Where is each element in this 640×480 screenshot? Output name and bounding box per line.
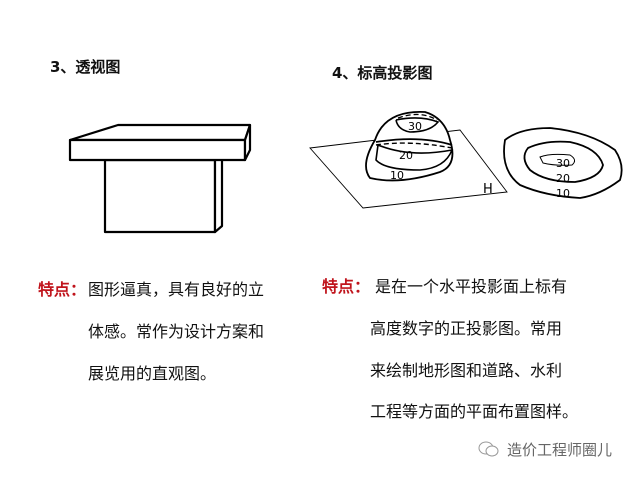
left-line-1: 图形逼真，具有良好的立: [88, 280, 265, 299]
elevation-3d-drawing: [309, 111, 508, 209]
contour-label-30-plan: 30: [556, 157, 570, 170]
elevation-heading: 4、标高投影图: [332, 64, 433, 82]
plane-label: H: [483, 182, 493, 197]
left-line-2: 体感。常作为设计方案和: [88, 322, 265, 341]
perspective-heading: 3、透视图: [50, 58, 121, 76]
contour-label-30-3d: 30: [408, 120, 422, 133]
contour-label-20-plan: 20: [556, 172, 570, 185]
wechat-icon: [478, 440, 500, 458]
watermark-text: 造价工程师圈儿: [507, 441, 613, 459]
perspective-drawing: [68, 123, 252, 234]
left-feature-label: 特点：: [38, 280, 87, 299]
contour-label-20-3d: 20: [399, 149, 413, 162]
elevation-plan-drawing: [503, 127, 623, 199]
contour-label-10-plan: 10: [556, 187, 570, 200]
right-feature-label: 特点：: [322, 277, 371, 296]
right-line-1: 是在一个水平投影面上标有: [375, 277, 568, 296]
right-line-2: 高度数字的正投影图。常用: [370, 319, 563, 338]
right-line-3: 来绘制地形图和道路、水利: [370, 361, 563, 380]
contour-label-10-3d: 10: [390, 169, 404, 182]
right-line-4: 工程等方面的平面布置图样。: [370, 402, 579, 421]
left-line-3: 展览用的直观图。: [88, 364, 217, 383]
